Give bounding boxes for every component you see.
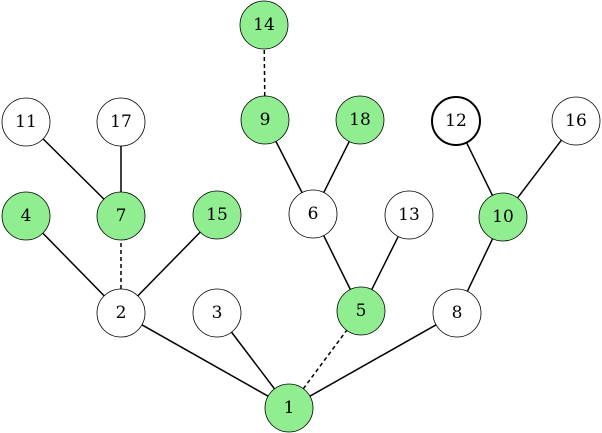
node-label: 3 bbox=[212, 303, 223, 323]
node-label: 16 bbox=[565, 111, 587, 131]
node-label: 10 bbox=[492, 207, 514, 227]
edge-1-5 bbox=[302, 329, 348, 390]
node-label: 14 bbox=[253, 15, 275, 35]
node-circle bbox=[96, 97, 146, 147]
node-circle bbox=[192, 288, 242, 338]
node-label: 13 bbox=[398, 205, 420, 225]
node-label: 9 bbox=[260, 110, 271, 130]
node-label: 1 bbox=[284, 398, 295, 418]
node-17: 17 bbox=[96, 97, 146, 147]
node-circle bbox=[335, 95, 385, 145]
node-16: 16 bbox=[551, 96, 601, 146]
node-circle bbox=[96, 288, 146, 338]
node-circle bbox=[1, 191, 51, 241]
edge-6-9 bbox=[275, 141, 303, 193]
node-circle bbox=[432, 288, 482, 338]
node-label: 2 bbox=[116, 303, 127, 323]
node-14: 14 bbox=[239, 0, 289, 50]
node-circle bbox=[431, 96, 481, 146]
node-6: 6 bbox=[288, 189, 338, 239]
edge-8-10 bbox=[466, 238, 494, 292]
node-10: 10 bbox=[478, 192, 528, 242]
node-label: 6 bbox=[308, 204, 319, 224]
edge-2-15 bbox=[137, 231, 201, 297]
node-8: 8 bbox=[432, 288, 482, 338]
node-label: 12 bbox=[445, 111, 467, 131]
edge-5-13 bbox=[371, 236, 399, 290]
node-11: 11 bbox=[1, 97, 51, 147]
node-circle bbox=[264, 383, 314, 433]
node-circle bbox=[240, 95, 290, 145]
node-9: 9 bbox=[240, 95, 290, 145]
node-label: 4 bbox=[21, 206, 32, 226]
edge-2-4 bbox=[42, 232, 105, 297]
node-1: 1 bbox=[264, 383, 314, 433]
node-circle bbox=[239, 0, 289, 50]
node-circle bbox=[336, 286, 386, 336]
edge-10-16 bbox=[516, 139, 563, 199]
node-5: 5 bbox=[336, 286, 386, 336]
node-label: 7 bbox=[116, 206, 127, 226]
edge-1-3 bbox=[230, 331, 276, 390]
edge-10-12 bbox=[465, 142, 494, 196]
node-label: 8 bbox=[452, 303, 463, 323]
node-2: 2 bbox=[96, 288, 146, 338]
node-circle bbox=[192, 190, 242, 240]
node-18: 18 bbox=[335, 95, 385, 145]
node-label: 5 bbox=[356, 301, 367, 321]
node-circle bbox=[551, 96, 601, 146]
edge-6-18 bbox=[323, 141, 350, 193]
node-circle bbox=[478, 192, 528, 242]
node-label: 18 bbox=[349, 110, 371, 130]
node-label: 15 bbox=[206, 205, 228, 225]
node-7: 7 bbox=[96, 191, 146, 241]
edge-5-6 bbox=[322, 235, 352, 290]
edge-1-8 bbox=[309, 324, 437, 397]
node-circle bbox=[96, 191, 146, 241]
edge-1-2 bbox=[141, 324, 269, 397]
node-label: 17 bbox=[110, 112, 132, 132]
node-15: 15 bbox=[192, 190, 242, 240]
node-label: 11 bbox=[15, 112, 37, 132]
node-circle bbox=[1, 97, 51, 147]
node-13: 13 bbox=[384, 190, 434, 240]
node-3: 3 bbox=[192, 288, 242, 338]
node-circle bbox=[288, 189, 338, 239]
edges-layer bbox=[42, 48, 563, 397]
node-4: 4 bbox=[1, 191, 51, 241]
edge-7-11 bbox=[42, 138, 105, 200]
node-circle bbox=[384, 190, 434, 240]
node-12: 12 bbox=[431, 96, 481, 146]
